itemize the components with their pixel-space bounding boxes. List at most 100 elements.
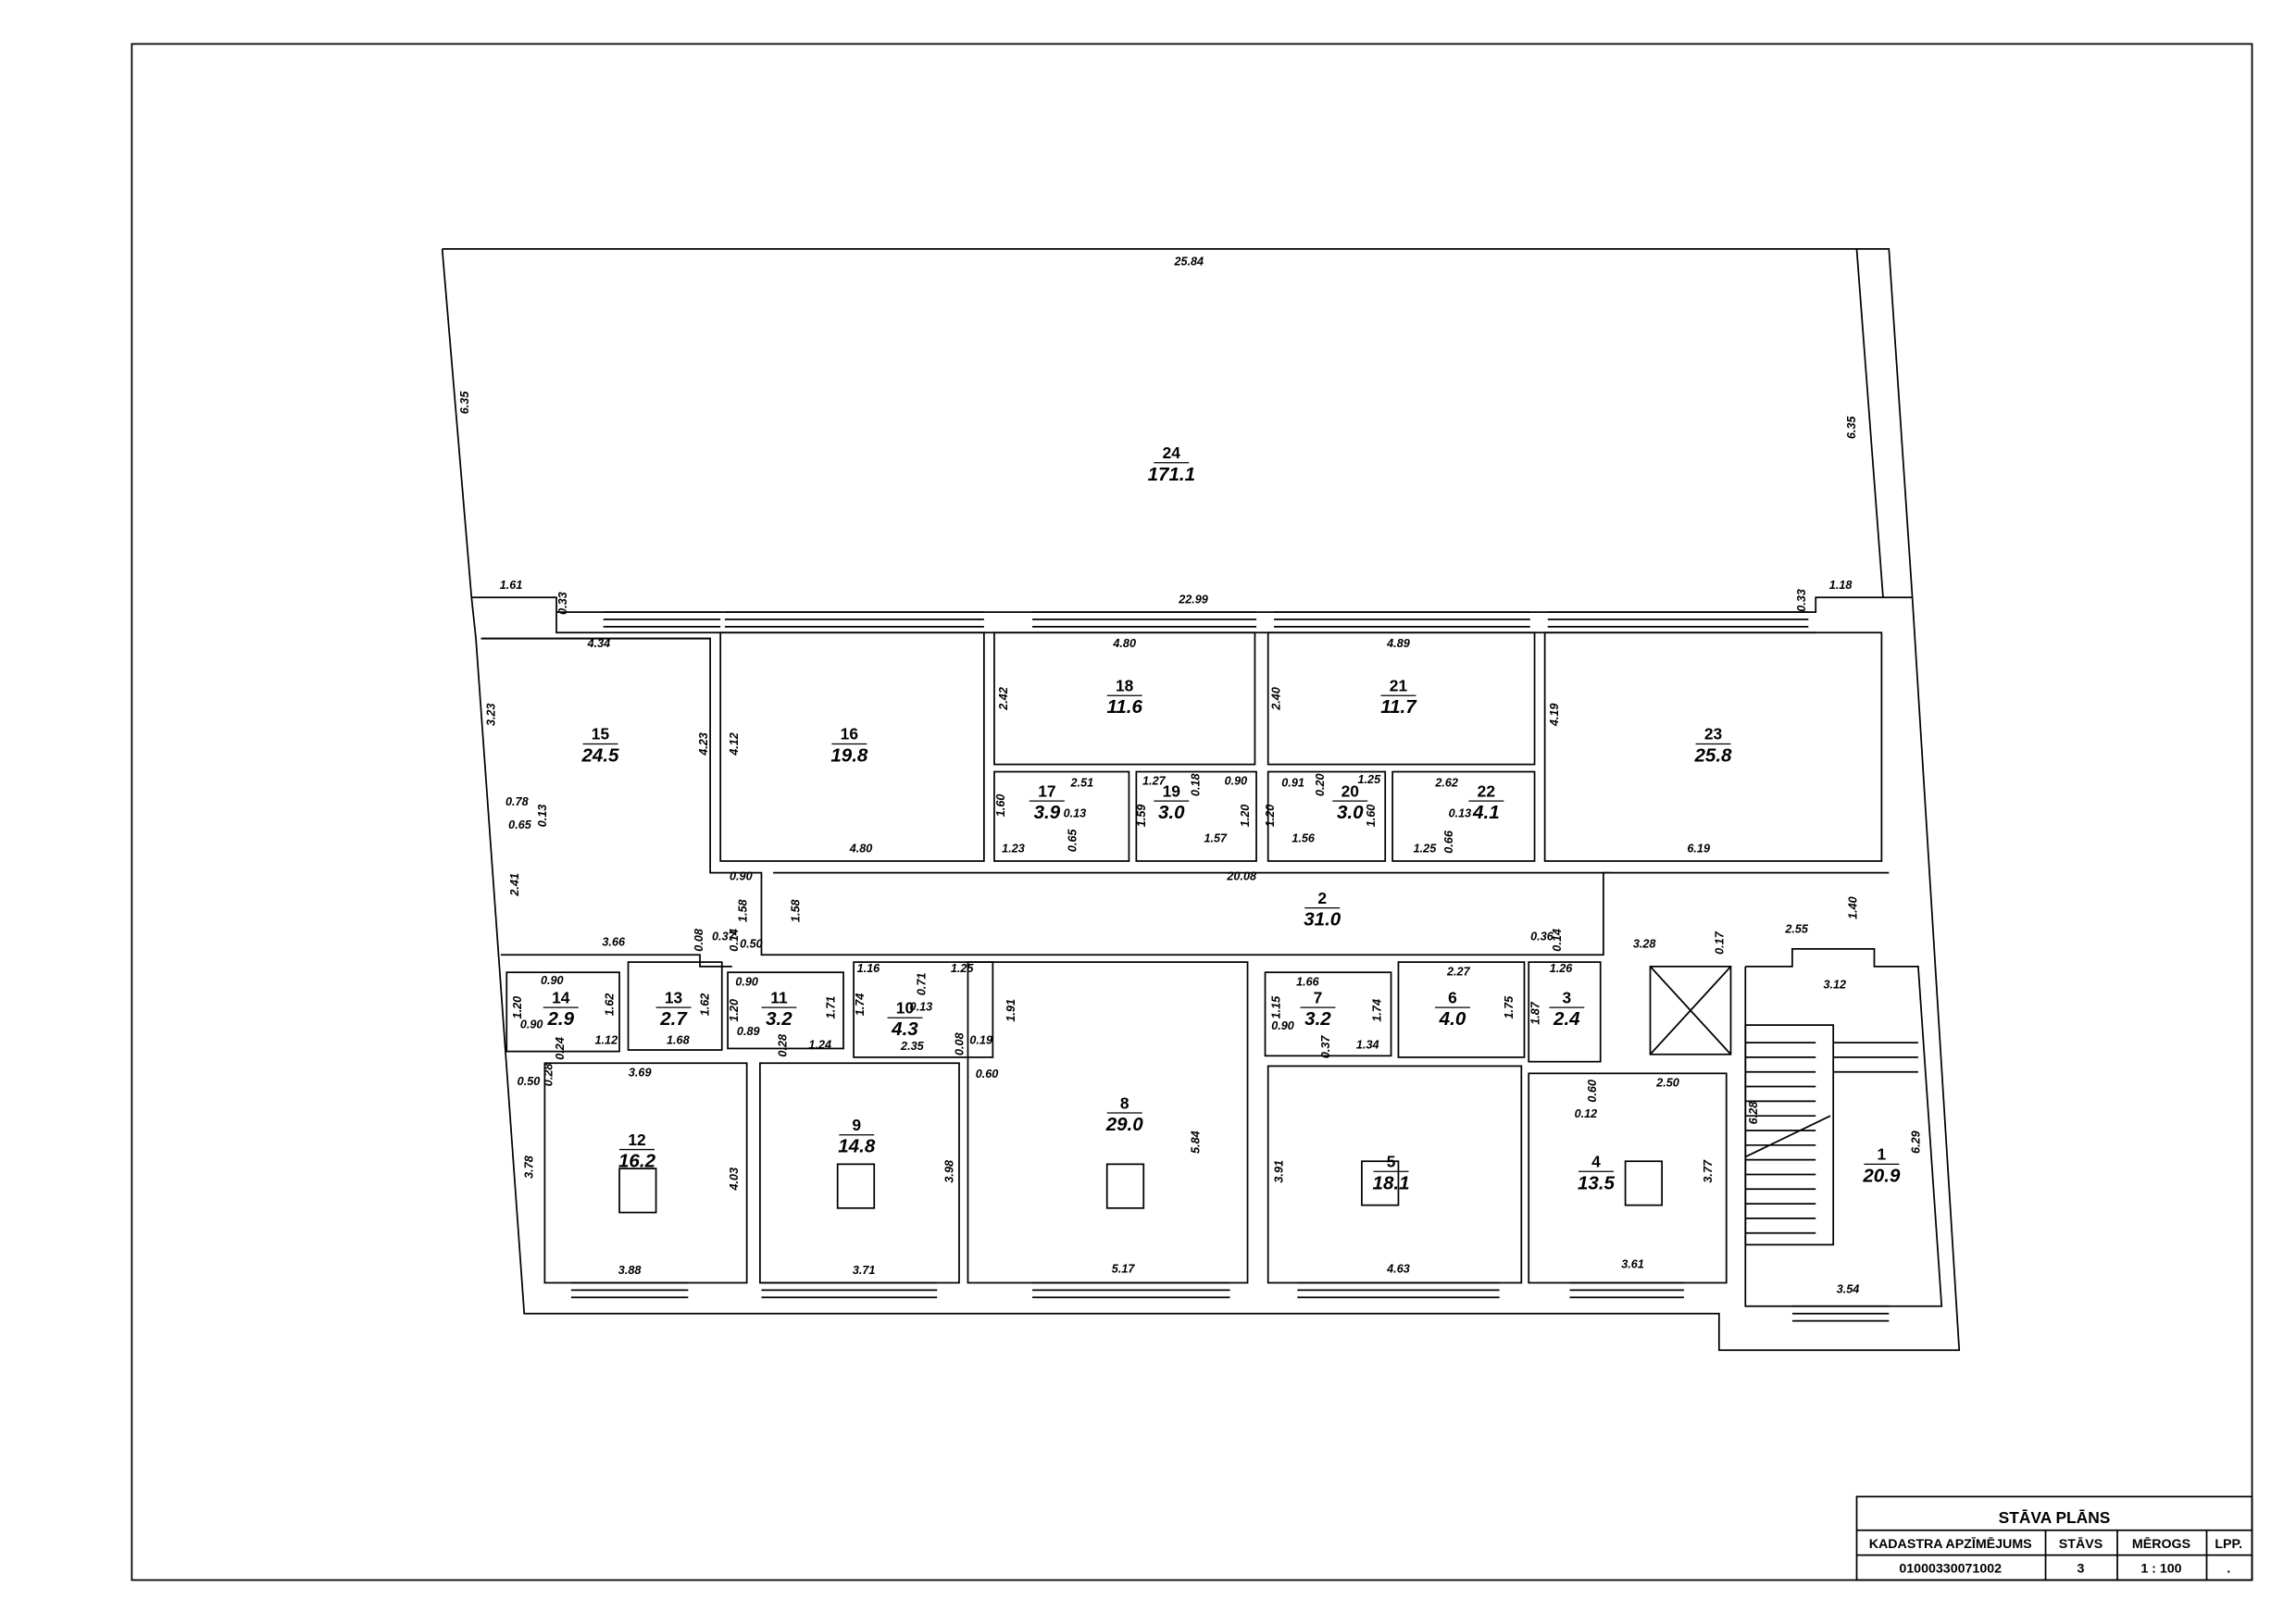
room-number: 5 [1387,1153,1396,1171]
room-number: 6 [1448,988,1457,1006]
scale-value: 1 : 100 [2140,1562,2181,1577]
room-number: 16 [841,725,859,743]
dimension-label: 0.13 [1064,807,1087,820]
dimension-label: 4.80 [1112,637,1136,650]
room-area: 11.7 [1380,696,1417,718]
dimension-label: 0.20 [1314,773,1327,796]
dimension-label: 4.89 [1386,637,1410,650]
dimension-label: 1.75 [1503,995,1516,1019]
dimension-label: 0.13 [1449,807,1472,820]
dimension-label: 3.88 [618,1264,643,1277]
dimension-label: 0.90 [730,870,753,883]
dimension-label: 3.54 [1837,1283,1860,1296]
plan-title: STĀVA PLĀNS [1999,1508,2111,1527]
dimension-label: 1.16 [857,962,881,975]
cadastre-value: 01000330071002 [1899,1562,2002,1577]
dimension-label: 0.08 [693,928,705,952]
room-label: 914.8 [838,1116,876,1157]
dimension-label: 1.56 [1292,831,1316,844]
room-number: 2 [1317,889,1327,907]
room-label: 104.3 [887,998,923,1040]
room-number: 18 [1116,677,1134,695]
dimension-label: 1.34 [1356,1038,1379,1051]
dimension-label: 0.13 [536,805,549,828]
dimension-label: 1.20 [728,999,741,1022]
dimension-label: 0.24 [554,1037,567,1060]
dimension-label: 1.58 [790,898,803,922]
room-number: 24 [1163,443,1181,462]
room-area: 2.9 [546,1008,574,1030]
header-page: LPP. [2215,1537,2242,1552]
dimension-label: 3.71 [853,1264,876,1277]
dimension-label: 1.23 [1002,842,1025,855]
dimension-label: 2.55 [1784,922,1809,935]
room-number: 3 [1563,988,1572,1006]
room-area: 24.5 [580,744,619,766]
dimension-label: 6.35 [458,391,471,415]
room-area: 2.7 [659,1008,688,1030]
room-number: 20 [1341,781,1359,800]
room-number: 9 [852,1116,861,1134]
room-label: 203.0 [1332,781,1368,823]
room-area: 3.2 [766,1008,792,1030]
room-number: 10 [896,998,914,1017]
dimension-label: 4.19 [1548,704,1561,728]
dimension-label: 0.33 [1795,589,1808,612]
dimension-label: 0.90 [735,975,758,988]
room-label: 224.1 [1468,781,1504,823]
dimension-label: 2.41 [508,873,521,897]
dimension-label: 0.91 [1281,776,1304,789]
dimension-label: 1.26 [1550,962,1574,975]
dimension-label: 0.33 [556,592,569,615]
room-area: 3.2 [1304,1008,1331,1030]
room-number: 1 [1878,1145,1887,1164]
room-area: 31.0 [1304,909,1341,931]
dimension-label: 1.20 [1239,805,1252,828]
dimension-label: 0.19 [969,1034,992,1047]
room-area: 3.9 [1034,802,1061,823]
room-area: 2.4 [1553,1008,1580,1030]
dimension-label: 4.63 [1386,1262,1410,1275]
dimension-label: 1.25 [1414,842,1438,855]
dimension-label: 1.24 [808,1038,831,1051]
room-number: 8 [1120,1093,1129,1112]
dimension-label: 22.99 [1178,593,1208,606]
dimension-label: 2.62 [1434,776,1458,789]
room-area: 3.0 [1337,802,1364,823]
room-number: 7 [1314,988,1323,1006]
dimension-label: 2.50 [1655,1077,1679,1090]
dimension-label: 1.27 [1142,775,1167,788]
dimension-label: 0.14 [1551,929,1564,952]
room-number: 11 [770,988,788,1006]
room-number: 13 [665,988,683,1006]
dimension-label: 6.28 [1747,1101,1760,1125]
dimension-label: 0.08 [954,1031,967,1056]
room-label: 120.9 [1862,1145,1901,1187]
room-label: 64.0 [1434,988,1470,1030]
page-value: . [2227,1562,2230,1577]
dimension-label: 0.78 [505,795,530,808]
room-area: 4.1 [1472,802,1500,823]
dimension-label: 1.91 [1004,999,1017,1022]
room-area: 14.8 [838,1136,876,1157]
dimension-label: 3.69 [629,1066,652,1079]
dimension-label: 3.77 [1702,1159,1715,1183]
header-scale: MĒROGS [2132,1536,2190,1552]
dimension-label: 4.80 [849,842,873,855]
dimension-label: 0.12 [1575,1107,1598,1120]
room-label: 32.4 [1549,988,1585,1030]
room-area: 3.0 [1158,802,1185,823]
dimension-label: 0.89 [737,1025,760,1038]
room-area: 20.9 [1862,1165,1901,1186]
dimension-label: 3.23 [485,704,498,727]
room-area: 4.0 [1439,1008,1466,1030]
room-number: 12 [628,1131,645,1149]
dimension-label: 1.20 [511,996,524,1019]
dimension-label: 1.66 [1296,975,1320,988]
dimension-label: 1.68 [667,1034,691,1047]
